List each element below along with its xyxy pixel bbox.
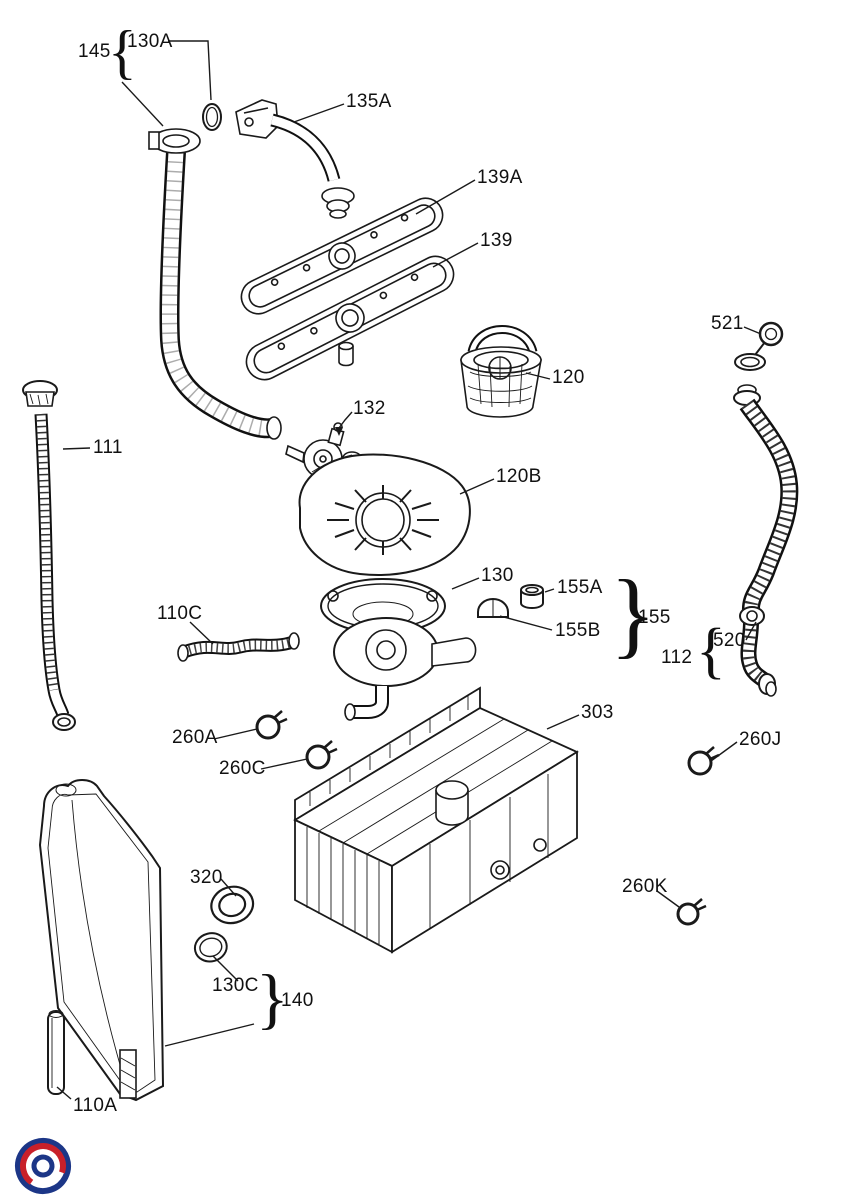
base-assembly-303 — [293, 686, 579, 954]
drain-hose-112 — [733, 384, 799, 697]
dome-155B — [477, 598, 509, 618]
clamp-260K — [676, 898, 707, 926]
spray-arm-lower-139 — [245, 255, 455, 381]
part-label-320: 320 — [190, 867, 223, 888]
part-label-111: 111 — [93, 437, 123, 458]
part-label-139A: 139A — [477, 167, 523, 188]
fill-hose-111 — [22, 380, 76, 731]
feed-pipe — [148, 128, 282, 440]
coupling-520 — [739, 606, 765, 626]
brand-swirl-logo — [15, 1138, 71, 1194]
part-label-260J: 260J — [739, 729, 782, 750]
part-label-139: 139 — [480, 230, 513, 251]
part-label-130: 130 — [481, 565, 514, 586]
side-tank-panel-140 — [38, 779, 165, 1102]
clamp-260J — [687, 746, 720, 776]
part-label-110C: 110C — [157, 603, 203, 624]
part-label-120B: 120B — [496, 466, 542, 487]
clamp-260C — [305, 740, 338, 770]
part-label-135A: 135A — [346, 91, 392, 112]
upper-feed-bracket-135A — [235, 99, 355, 219]
part-label-155A: 155A — [557, 577, 603, 598]
part-label-145: 145 — [78, 41, 111, 62]
part-label-303: 303 — [581, 702, 614, 723]
part-label-132: 132 — [353, 398, 386, 419]
part-label-112: 112 — [661, 647, 693, 668]
brace-group-140: } — [256, 960, 289, 1036]
cap-155A — [520, 584, 544, 610]
o-ring-130A — [202, 103, 222, 131]
clamp-260A — [255, 710, 288, 740]
part-label-155B: 155B — [555, 620, 601, 641]
part-label-260C: 260C — [219, 758, 266, 779]
part-label-520: 520 — [713, 630, 746, 651]
leader-lines — [56, 40, 762, 1100]
part-label-260K: 260K — [622, 876, 668, 897]
part-label-140: 140 — [281, 990, 314, 1011]
filter-plate-120B — [298, 453, 471, 576]
hose-110C — [177, 632, 300, 662]
part-label-130A: 130A — [127, 31, 173, 52]
brace-group-112: { — [696, 617, 726, 685]
seal-rings-320 — [193, 885, 255, 963]
cap-521 — [734, 321, 784, 371]
part-label-155: 155 — [638, 607, 671, 628]
part-label-120: 120 — [552, 367, 585, 388]
brace-group-145: { — [108, 19, 137, 85]
part-label-260A: 260A — [172, 727, 218, 748]
tube-110A — [47, 1010, 65, 1095]
part-label-110A: 110A — [73, 1095, 118, 1116]
brace-group-155: } — [610, 560, 657, 667]
filter-assembly-120 — [460, 325, 542, 418]
part-label-521: 521 — [711, 313, 744, 334]
sump-pump-body — [333, 617, 477, 721]
spray-arm-upper-139A — [240, 197, 444, 315]
part-label-130C: 130C — [212, 975, 259, 996]
